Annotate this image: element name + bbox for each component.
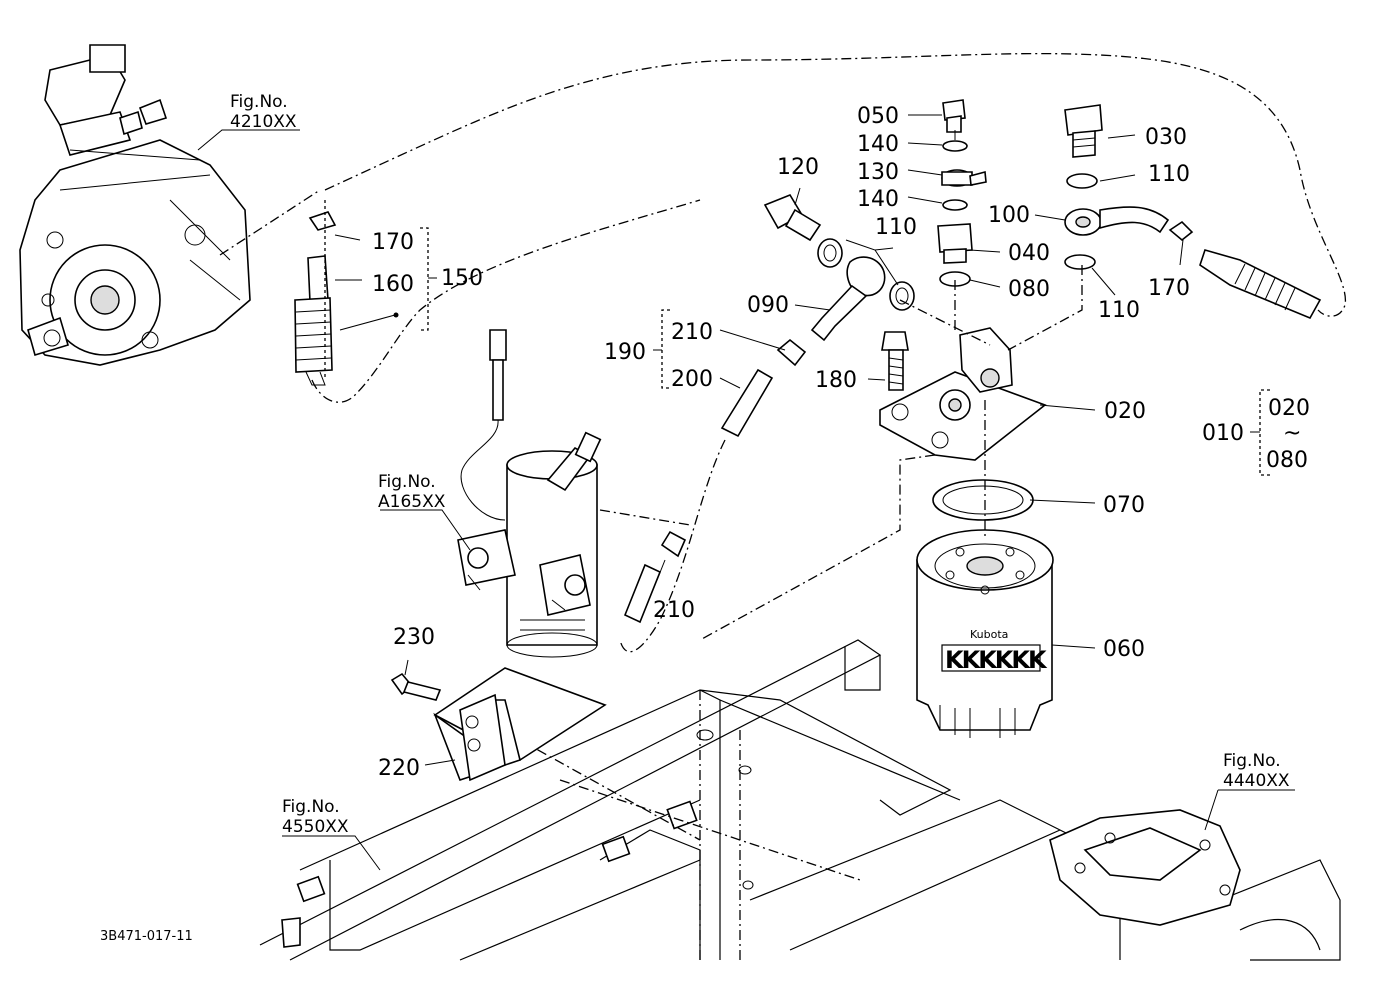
- callout-070: 070: [1103, 493, 1145, 518]
- fig-4210-heading: Fig.No.: [230, 92, 288, 112]
- callout-110-bottom: 110: [1098, 298, 1140, 323]
- engine-frame-block: [1049, 809, 1241, 926]
- callout-170-right: 170: [1148, 276, 1190, 301]
- bracket-220: [433, 667, 607, 782]
- callout-170-left: 170: [372, 230, 414, 255]
- callout-090: 090: [747, 293, 789, 318]
- callout-220: 220: [378, 756, 420, 781]
- callout-010-range-end: 080: [1266, 448, 1308, 473]
- bolt-180: [881, 331, 909, 391]
- callout-160: 160: [372, 272, 414, 297]
- callout-010-range-start: 020: [1268, 396, 1310, 421]
- fig-4550-number: 4550XX: [282, 817, 349, 837]
- callout-140-upper: 140: [857, 132, 899, 157]
- callout-110-left: 110: [875, 215, 917, 240]
- callout-010: 010: [1202, 421, 1244, 446]
- callout-030: 030: [1145, 125, 1187, 150]
- callout-180: 180: [815, 368, 857, 393]
- callouts: 050 140 130 140 120 110 090 030 110 100 …: [372, 104, 1310, 781]
- callout-080: 080: [1008, 277, 1050, 302]
- callout-110-top: 110: [1148, 162, 1190, 187]
- fig-A165-number: A165XX: [378, 492, 446, 512]
- fig-A165-heading: Fig.No.: [378, 472, 436, 492]
- callout-130: 130: [857, 160, 899, 185]
- clamp-210-hose-200: [623, 338, 807, 624]
- fig-4440-heading: Fig.No.: [1223, 751, 1281, 771]
- callout-140-lower: 140: [857, 187, 899, 212]
- o-ring-070: [932, 479, 1034, 521]
- filter-bracket-020: [879, 327, 1047, 461]
- leader-lines: [197, 114, 1295, 871]
- eyelet-090: [810, 256, 915, 342]
- fitting-column: [937, 99, 987, 287]
- callout-060: 060: [1103, 637, 1145, 662]
- fig-4210-number: 4210XX: [230, 112, 297, 132]
- callout-200: 200: [671, 367, 713, 392]
- callout-020: 020: [1104, 399, 1146, 424]
- callout-040: 040: [1008, 241, 1050, 266]
- document-id: 3B471-017-11: [100, 929, 193, 944]
- injection-pump: [19, 44, 251, 366]
- callout-210-upper: 210: [671, 320, 713, 345]
- fuel-pump-A165: [457, 329, 602, 658]
- callout-210-lower: 210: [653, 598, 695, 623]
- callout-150: 150: [441, 266, 483, 291]
- callout-010-range-tilde: ~: [1283, 421, 1301, 446]
- fig-4550-heading: Fig.No.: [282, 797, 340, 817]
- callout-230: 230: [393, 625, 435, 650]
- filter-band-text: KKKKKK: [945, 646, 1048, 674]
- return-hose-right: [1168, 220, 1322, 320]
- phantom-lines: [219, 52, 1347, 653]
- eye-bolt-120: [763, 194, 843, 268]
- frame-chassis: [259, 639, 1341, 961]
- fuel-filter-060: Kubota KKKKKK: [916, 529, 1054, 738]
- callout-100: 100: [988, 203, 1030, 228]
- callout-190: 190: [604, 340, 646, 365]
- bolt-230: [390, 672, 442, 701]
- callout-050: 050: [857, 104, 899, 129]
- callout-120: 120: [777, 155, 819, 180]
- banjo-assembly-100: [1064, 104, 1170, 270]
- filter-brand-text: Kubota: [970, 628, 1008, 641]
- figure-references: Fig.No. 4210XX Fig.No. A165XX Fig.No. 45…: [230, 92, 1290, 837]
- fig-4440-number: 4440XX: [1223, 771, 1290, 791]
- hose-160: [294, 211, 337, 386]
